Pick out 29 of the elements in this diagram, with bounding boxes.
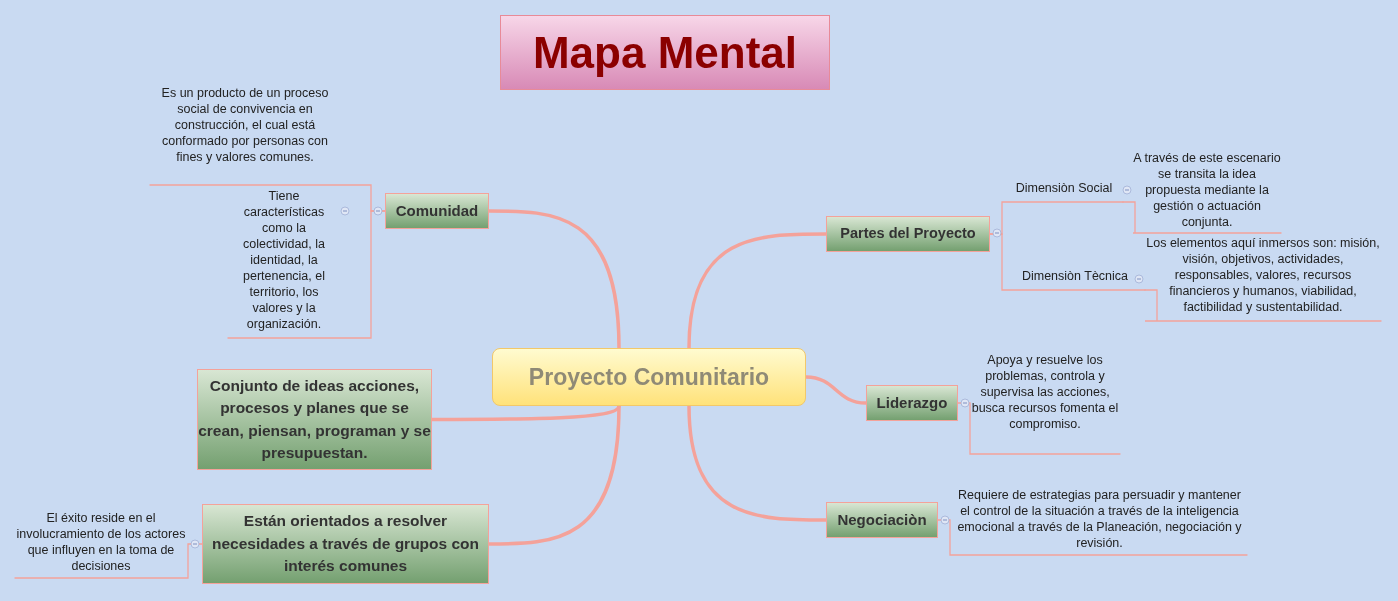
branch-curve [687, 232, 828, 350]
title-text: Mapa Mental [532, 27, 797, 78]
topic-box: Conjunto de ideas acciones, procesos y planes que se crean, piensan, programan y se presupuestan. [197, 369, 432, 470]
connector-line [1144, 289, 1382, 322]
note-text: Apoya y resuelve los problemas, controla y supervisa las acciones, busca recursos fomenta el compromiso. [970, 352, 1120, 432]
branch-curve [487, 404, 621, 546]
connector-line [957, 402, 1121, 455]
topic-box: Comunidad [385, 193, 489, 229]
note-text: Dimensiòn Tècnica [1021, 268, 1129, 284]
connector-line [227, 210, 386, 339]
note-text: Los elementos aquí inmersos son: misión, visión, objetivos, actividades, responsables, valores, recursos financieros y humanos, viabilidad, factibilidad y sustentabilidad. [1145, 235, 1381, 315]
topic-box: Partes del Proyecto [826, 216, 990, 252]
branch-curve [487, 209, 621, 350]
connector-line [989, 233, 1146, 291]
note-text: Requiere de estrategias para persuadir y mantener el control de la situación a través de la inteligencia emocional a través de la Planeación, negociación y revisión. [956, 487, 1243, 551]
note-text: A través de este escenario se transita la idea propuesta mediante la gestión o actuación conjunta. [1133, 150, 1281, 230]
topic-box: Están orientados a resolver necesidades a través de grupos con interés comunes [202, 504, 489, 584]
branch-curve [804, 375, 868, 405]
central-topic-box: Proyecto Comunitario [492, 348, 806, 406]
note-text: Tiene características como la colectividad, la identidad, la pertenencia, el territorio, los valores y la organización. [242, 188, 326, 332]
topic-box: Liderazgo [866, 385, 958, 421]
branch-curve [687, 404, 828, 522]
connector-line [14, 543, 203, 579]
connector-line [1122, 201, 1282, 234]
note-text: Dimensiòn Social [1015, 180, 1113, 196]
note-text: Es un producto de un proceso social de convivencia en construcción, el cual está conformado por personas con fines y valores comunes. [160, 85, 330, 165]
topic-box: Negociaciòn [826, 502, 938, 538]
connector-line [937, 519, 1248, 556]
note-text: El éxito reside en el involucramiento de los actores que influyen en la toma de decisiones [15, 510, 187, 574]
